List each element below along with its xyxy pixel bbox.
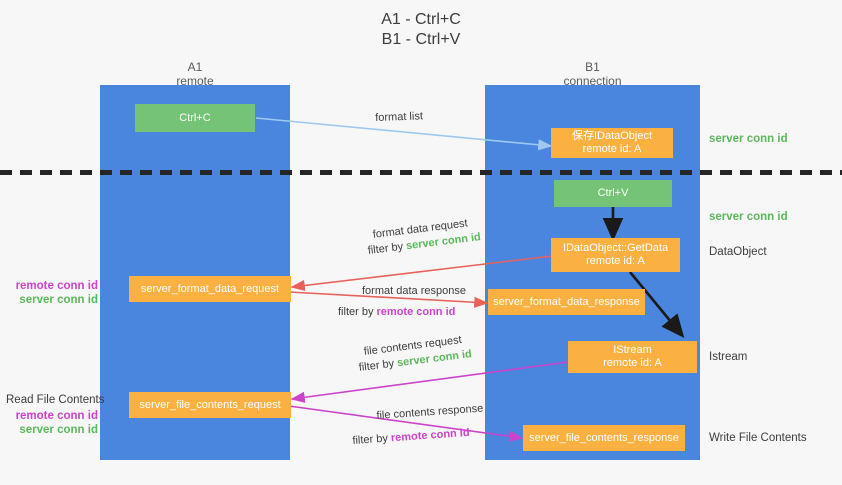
caption-format-data-response: format data response (362, 285, 466, 297)
box-getdata[interactable]: IDataObject::GetData remote id: A (551, 238, 680, 272)
box-istream-line-1: IStream (613, 344, 652, 356)
lane-header-a1-sub: remote (176, 74, 214, 88)
label-dataobject: DataObject (709, 246, 767, 258)
box-idataobject[interactable]: 保存IDataObject remote id: A (551, 128, 673, 158)
lane-header-a1-name: A1 (187, 60, 203, 74)
label-conn-ids-lower: remote conn id server conn id (8, 409, 98, 437)
box-istream[interactable]: IStream remote id: A (568, 341, 697, 373)
phase-divider (0, 170, 842, 175)
box-server-file-contents-request[interactable]: server_file_contents_request (129, 392, 291, 418)
lane-header-b1-name: B1 (585, 60, 600, 74)
box-server-format-data-request-label: server_format_data_request (140, 282, 280, 295)
box-idataobject-line-1: 保存IDataObject (571, 130, 653, 142)
box-getdata-line-1: IDataObject::GetData (562, 242, 669, 254)
caption-format-data-response-filter-value: remote conn id (376, 306, 456, 318)
label-conn-ids-upper: remote conn id server conn id (8, 279, 98, 307)
caption-file-contents-response-filter-prefix: filter by (352, 432, 392, 447)
label-server-conn-id-top-text: server conn id (709, 133, 788, 145)
diagram-title: A1 - Ctrl+C B1 - Ctrl+V (0, 10, 842, 50)
box-getdata-line-2: remote id: A (586, 255, 645, 267)
caption-file-contents-response-filter: filter by remote conn id (352, 426, 470, 448)
box-server-format-data-response[interactable]: server_format_data_response (488, 289, 645, 315)
box-ctrl-c[interactable]: Ctrl+C (135, 104, 255, 132)
label-server-conn-id-top: server conn id (709, 132, 788, 146)
label-server-conn-id-1: server conn id (19, 294, 98, 306)
caption-format-data-response-filter: filter by remote conn id (338, 305, 455, 319)
lane-header-b1-sub: connection (563, 74, 622, 88)
lane-header-b1: B1 connection (485, 60, 700, 88)
label-remote-conn-id-1: remote conn id (15, 280, 98, 292)
caption-file-contents-response: file contents response (376, 402, 484, 422)
label-read-file-contents: Read File Contents (6, 394, 105, 406)
label-server-conn-id-mid-text: server conn id (709, 211, 788, 223)
title-line-2: B1 - Ctrl+V (381, 31, 461, 48)
box-ctrl-c-label: Ctrl+C (179, 111, 211, 124)
box-istream-line-2: remote id: A (603, 357, 662, 369)
box-ctrl-v[interactable]: Ctrl+V (554, 180, 672, 207)
label-server-conn-id-2: server conn id (19, 424, 98, 436)
caption-file-contents-response-filter-value: remote conn id (390, 426, 470, 445)
caption-format-list: format list (375, 110, 424, 124)
lane-header-a1: A1 remote (100, 60, 290, 88)
box-idataobject-line-2: remote id: A (582, 143, 642, 155)
box-server-format-data-response-label: server_format_data_response (493, 295, 640, 308)
box-server-file-contents-response[interactable]: server_file_contents_response (523, 425, 685, 451)
title-line-1: A1 - Ctrl+C (381, 11, 461, 28)
caption-file-contents-request-filter-prefix: filter by (358, 357, 398, 374)
box-server-file-contents-request-label: server_file_contents_request (139, 398, 281, 411)
label-write-file-contents: Write File Contents (709, 432, 807, 444)
box-server-format-data-request[interactable]: server_format_data_request (129, 276, 291, 302)
caption-format-data-request-filter-prefix: filter by (367, 240, 407, 257)
label-istream: Istream (709, 351, 748, 363)
label-remote-conn-id-2: remote conn id (15, 410, 98, 422)
box-ctrl-v-label: Ctrl+V (597, 187, 629, 199)
box-server-file-contents-response-label: server_file_contents_response (529, 431, 679, 444)
caption-format-data-response-filter-prefix: filter by (338, 306, 377, 318)
label-server-conn-id-mid: server conn id (709, 210, 788, 224)
